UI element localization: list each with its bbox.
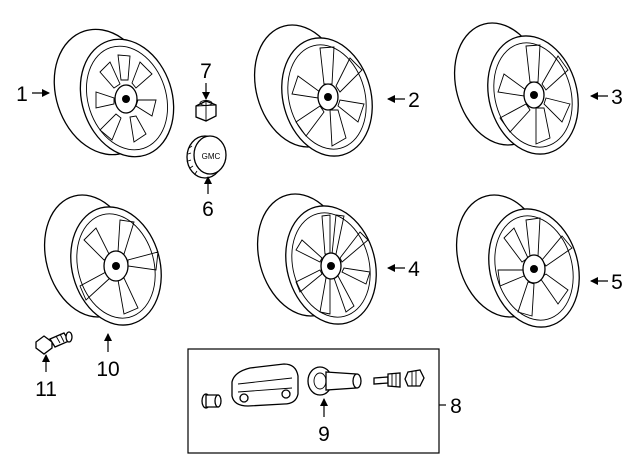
- callout-10: 10: [96, 358, 119, 381]
- callout-2: 2: [408, 89, 420, 112]
- tpms-small-stem: [201, 393, 222, 409]
- callout-1: 1: [16, 83, 28, 106]
- tpms-kit: [187, 348, 440, 454]
- gmc-logo-text: GMC: [202, 152, 221, 161]
- tpms-sensor: [231, 363, 299, 407]
- callout-8: 8: [450, 395, 462, 418]
- callout-numbers: 1 2 3 4 5 6 7 8 9 10 11: [16, 60, 623, 446]
- wheel-5-cap: [530, 265, 538, 273]
- tpms-valve-cap: [404, 369, 425, 387]
- callout-leaders: [32, 83, 608, 417]
- wheel-2: [253, 24, 373, 157]
- wheel-1: [53, 28, 175, 158]
- wheel-3-cap: [530, 91, 538, 99]
- wheel-1-cap: [122, 95, 130, 103]
- callout-4: 4: [408, 258, 420, 281]
- callout-11: 11: [35, 378, 57, 401]
- callout-7: 7: [200, 60, 212, 83]
- wheel-3: [453, 22, 579, 155]
- callout-3: 3: [611, 86, 623, 109]
- callout-9: 9: [318, 423, 330, 446]
- wheel-10-cap: [112, 262, 120, 270]
- tpms-valve-core: [373, 372, 401, 388]
- center-cap: GMC: [186, 135, 227, 179]
- tpms-kit-box: [187, 348, 440, 454]
- callout-6: 6: [202, 198, 214, 221]
- wheel-5: [455, 194, 580, 328]
- lug-nut: [195, 100, 217, 122]
- wheel-10: [43, 194, 162, 326]
- tpms-valve: [307, 366, 362, 396]
- valve-stem: [35, 331, 73, 355]
- callout-5: 5: [611, 271, 623, 294]
- wheel-4: [256, 193, 377, 325]
- wheel-2-cap: [324, 93, 332, 101]
- wheel-4-cap: [327, 262, 335, 270]
